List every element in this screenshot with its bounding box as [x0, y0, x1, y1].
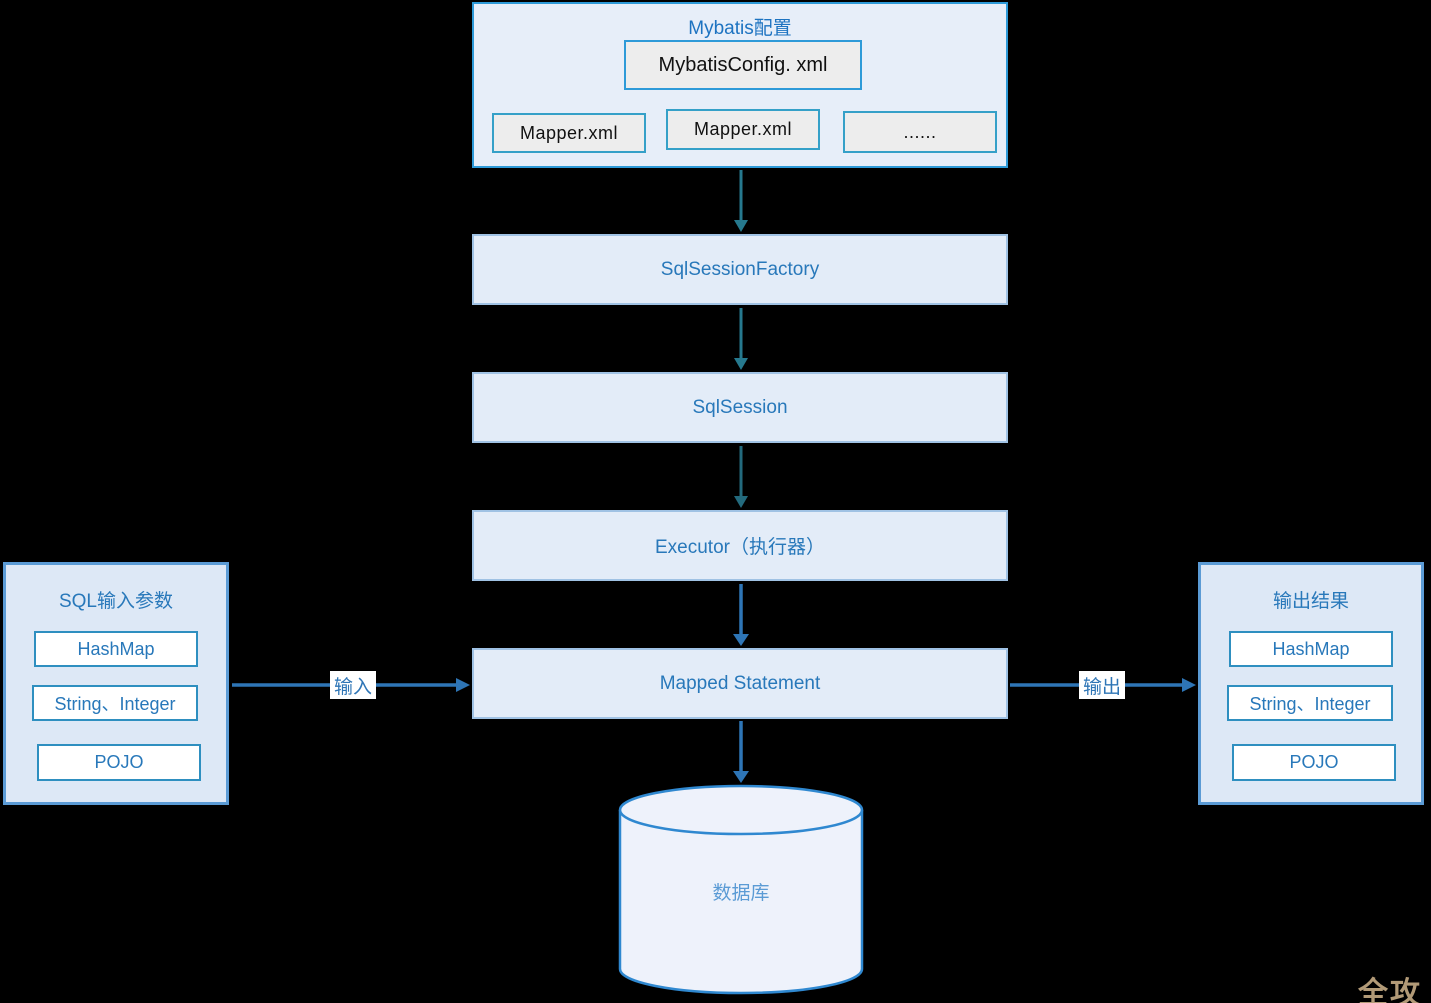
arrow-config-to-factory [734, 170, 748, 232]
input-item-string-integer: String、Integer [32, 685, 198, 721]
output-item-pojo: POJO [1232, 744, 1396, 781]
input-edge-label: 输入 [330, 671, 376, 699]
node-executor: Executor（执行器） [472, 510, 1008, 581]
output-result-panel: 输出结果 HashMap String、Integer POJO [1198, 562, 1424, 805]
watermark-text: 全攻略 [1358, 977, 1422, 1003]
node-sqlsessionfactory: SqlSessionFactory [472, 234, 1008, 305]
output-item-string-integer: String、Integer [1227, 685, 1393, 721]
arrow-factory-to-session [734, 308, 748, 370]
node-mapper-xml-1: Mapper.xml [492, 113, 646, 153]
node-mapped-statement: Mapped Statement [472, 648, 1008, 719]
sql-input-panel-title: SQL输入参数 [58, 591, 174, 612]
arrow-session-to-executor [734, 446, 748, 508]
input-item-hashmap: HashMap [34, 631, 198, 667]
node-mapper-xml-2: Mapper.xml [666, 109, 820, 150]
node-mapper-ellipsis: ...... [843, 111, 997, 153]
arrow-executor-to-statement [733, 584, 749, 646]
config-group-title: Mybatis配置 [688, 18, 792, 39]
input-item-pojo: POJO [37, 744, 201, 781]
output-result-panel-title: 输出结果 [1272, 591, 1349, 612]
config-group-box: Mybatis配置 MybatisConfig. xml Mapper.xml … [472, 2, 1008, 168]
node-mybatis-config-xml: MybatisConfig. xml [624, 40, 862, 90]
output-item-hashmap: HashMap [1229, 631, 1393, 667]
node-sqlsession: SqlSession [472, 372, 1008, 443]
sql-input-panel: SQL输入参数 HashMap String、Integer POJO [3, 562, 229, 805]
output-edge-label: 输出 [1079, 671, 1125, 699]
database-label: 数据库 [712, 882, 769, 904]
arrow-statement-to-database [733, 721, 749, 783]
database-cylinder: 数据库 [618, 784, 864, 995]
